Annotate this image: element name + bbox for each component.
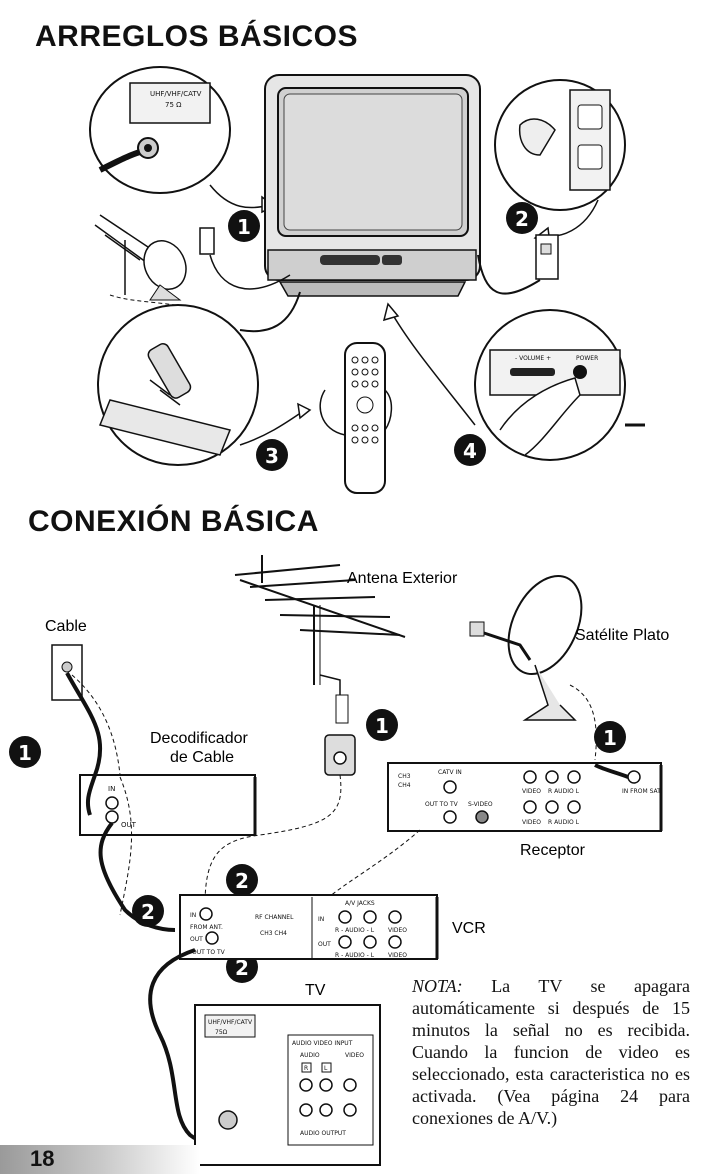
svg-text:OUT: OUT — [190, 936, 203, 943]
svg-text:VIDEO: VIDEO — [388, 952, 407, 959]
svg-text:R AUDIO L: R AUDIO L — [548, 819, 580, 826]
tv-set — [264, 74, 481, 297]
svg-text:R - AUDIO - L: R - AUDIO - L — [335, 927, 375, 934]
svg-text:UHF/VHF/CATV: UHF/VHF/CATV — [208, 1019, 253, 1026]
svg-text:R - AUDIO - L: R - AUDIO - L — [335, 952, 375, 959]
step-1-badge-cable: 1 — [9, 736, 41, 768]
svg-text:L: L — [324, 1065, 328, 1072]
svg-text:AUDIO VIDEO INPUT: AUDIO VIDEO INPUT — [292, 1040, 353, 1047]
receiver-label: Receptor — [520, 842, 586, 859]
satellite-dish — [469, 574, 597, 761]
decoder-label-line1: Decodificador — [150, 730, 249, 747]
tv-back-panel: UHF/VHF/CATV 75Ω AUDIO VIDEO INPUT AUDIO… — [194, 1004, 381, 1166]
svg-text:IN: IN — [318, 916, 324, 923]
svg-text:VIDEO: VIDEO — [522, 819, 541, 826]
note-label: NOTA: — [412, 976, 463, 996]
svg-text:1: 1 — [375, 714, 389, 738]
step-2-badge: 2 — [506, 202, 538, 234]
page-number: 18 — [30, 1146, 55, 1171]
svg-text:2: 2 — [235, 956, 249, 980]
power-label: POWER — [576, 355, 598, 362]
vcr: IN FROM ANT. OUT OUT TO TV RF CHANNEL CH… — [179, 894, 439, 960]
svg-text:3: 3 — [265, 444, 279, 468]
svg-text:2: 2 — [235, 869, 249, 893]
wall-outlet-small — [239, 234, 559, 333]
jack-ohm: 75 Ω — [165, 101, 182, 109]
svg-text:R: R — [304, 1065, 308, 1072]
step-2-badge-decoder-vcr: 2 — [132, 895, 164, 927]
vcr-label: VCR — [452, 920, 486, 937]
svg-text:VIDEO: VIDEO — [388, 927, 407, 934]
svg-text:VIDEO: VIDEO — [345, 1052, 364, 1059]
step-3-badge: 3 — [256, 439, 288, 471]
svg-text:CATV IN: CATV IN — [438, 769, 462, 776]
svg-text:OUT: OUT — [121, 821, 137, 829]
section-title-basic-setup: ARREGLOS BÁSICOS — [35, 20, 359, 53]
svg-text:R AUDIO L: R AUDIO L — [548, 788, 580, 795]
wall-outlet-detail — [494, 79, 626, 246]
svg-text:IN FROM SAT.: IN FROM SAT. — [622, 788, 662, 795]
svg-text:OUT TO TV: OUT TO TV — [192, 949, 226, 956]
cable-decoder: IN OUT — [79, 774, 257, 836]
setup-illustration: UHF/VHF/CATV 75 Ω 1 — [89, 66, 645, 494]
svg-text:4: 4 — [463, 439, 477, 463]
svg-text:OUT TO TV: OUT TO TV — [425, 801, 459, 808]
satellite-label: Satélite Plato — [575, 627, 669, 644]
outdoor-antenna — [234, 555, 406, 776]
step-2-badge-receiver-vcr: 2 — [226, 864, 258, 896]
svg-text:1: 1 — [18, 741, 32, 765]
page-number-band — [0, 1145, 200, 1174]
cable-label: Cable — [45, 618, 87, 635]
svg-text:CH3 CH4: CH3 CH4 — [260, 930, 287, 937]
note-text: La TV se apagara automáticamente si desp… — [412, 976, 690, 1128]
svg-text:2: 2 — [515, 207, 529, 231]
svg-text:2: 2 — [141, 900, 155, 924]
section-title-basic-connection: CONEXIÓN BÁSICA — [28, 505, 319, 538]
step-1-badge-satellite: 1 — [594, 721, 626, 753]
power-button-detail: - VOLUME + POWER — [382, 302, 645, 461]
outdoor-antenna-small — [94, 214, 291, 316]
svg-text:RF CHANNEL: RF CHANNEL — [255, 914, 294, 921]
connection-diagram: Antena Exterior Cable Satélite Plato IN … — [9, 555, 669, 1166]
remote-battery-detail — [97, 304, 312, 466]
svg-text:CH4: CH4 — [398, 782, 411, 789]
jack-label: UHF/VHF/CATV — [150, 90, 202, 98]
step-1-badge-antenna: 1 — [366, 709, 398, 741]
antenna-label: Antena Exterior — [347, 570, 458, 587]
volume-label: - VOLUME + — [515, 355, 551, 362]
svg-text:AUDIO: AUDIO — [300, 1052, 320, 1059]
svg-text:S-VIDEO: S-VIDEO — [468, 801, 493, 808]
svg-text:AUDIO OUTPUT: AUDIO OUTPUT — [300, 1130, 346, 1137]
step-4-badge: 4 — [454, 434, 486, 466]
step-1-badge: 1 — [228, 210, 260, 242]
svg-text:75Ω: 75Ω — [215, 1029, 228, 1036]
decoder-label-line2: de Cable — [170, 749, 234, 766]
svg-text:VIDEO: VIDEO — [522, 788, 541, 795]
svg-text:A/V JACKS: A/V JACKS — [345, 900, 375, 907]
remote-control — [319, 342, 393, 494]
svg-text:FROM ANT.: FROM ANT. — [190, 924, 223, 931]
note-paragraph: NOTA: La TV se apagara automáticamente s… — [412, 975, 690, 1129]
svg-text:1: 1 — [603, 726, 617, 750]
antenna-jack-detail: UHF/VHF/CATV 75 Ω — [89, 66, 276, 214]
svg-text:IN: IN — [108, 785, 115, 793]
tv-label: TV — [305, 982, 326, 999]
svg-text:IN: IN — [190, 912, 196, 919]
svg-text:OUT: OUT — [318, 941, 331, 948]
svg-text:CH3: CH3 — [398, 773, 411, 780]
svg-text:1: 1 — [237, 215, 251, 239]
satellite-receiver: CH3 CH4 CATV IN OUT TO TV S-VIDEO VIDEO … — [387, 762, 663, 832]
